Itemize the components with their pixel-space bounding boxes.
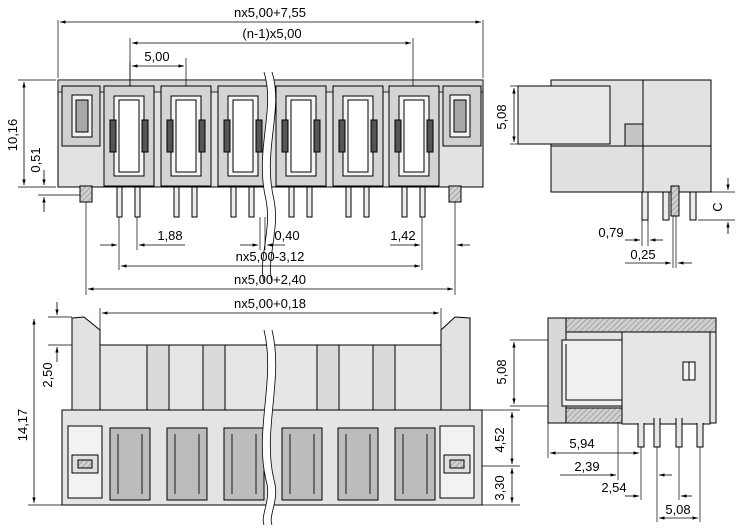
dim-base-height-label: 3,30 [492,475,507,500]
dim-total-height: 14,17 [15,319,62,506]
dim-offset2-label: 2,54 [601,480,626,495]
dim-pin-pitch: 5,08 [656,447,701,522]
dim-c: C [698,178,735,234]
dim-c-label: C [710,202,725,211]
dim-pitch-label: 5,00 [144,49,169,64]
dim-overall-width-label: nx5,00+7,55 [234,5,306,20]
dim-pin-tip-label: 0,25 [630,247,655,262]
side-bottom-view [547,317,717,448]
dim-depth-label: 5,94 [569,436,594,451]
dim-lower-heights: 4,52 3,30 [482,409,520,506]
dim-overall-width: nx5,00+7,55 [57,5,484,78]
front-top-view [57,70,484,284]
dim-offset1-label: 2,39 [574,459,599,474]
dim-pin-offset: 0,51 [28,147,80,212]
dim-pin-offset-label: 0,51 [28,147,43,172]
dim-pitch: 5,00 [129,49,187,86]
dim-side-top-height: 5,08 [494,85,518,145]
dim-pin-pitch-label: 5,08 [665,502,690,517]
dim-offset2: 2,54 [601,447,692,500]
dim-top-offset: 2,50 [40,302,72,388]
dim-outer-span-label: nx5,00+2,40 [234,272,306,287]
dim-side-bottom-height: 5,08 [494,339,548,407]
dim-pin-spacing-left-label: 1,88 [157,228,182,243]
side-top-view [517,79,712,221]
front-bottom-bays [109,427,436,501]
front-top-slots [103,85,440,187]
dim-pin-spacing-right-label: 1,42 [390,228,415,243]
dim-bottom-width-label: nx5,00+0,18 [234,296,306,311]
dim-pin-thickness-label: 0,79 [598,225,623,240]
dim-height: 10,16 [5,79,56,188]
dim-lower-height-label: 4,52 [492,427,507,452]
dim-offset1: 2,39 [560,422,672,480]
dim-pin-spacing: 1,88 0,40 1,42 [100,202,470,295]
front-bottom-view [61,316,483,527]
dim-pin-width-label: 0,40 [274,228,299,243]
dim-top-offset-label: 2,50 [40,362,55,387]
front-top-pins [116,186,426,218]
dim-outer-span: nx5,00+2,40 [85,202,453,295]
dim-inner-span-label: nx5,00-3,12 [236,249,305,264]
dim-inner-span: nx5,00-3,12 [121,249,420,268]
dim-bottom-width: nx5,00+0,18 [99,296,442,330]
dim-depth: 5,94 [547,423,642,458]
dim-side-top-height-label: 5,08 [494,104,509,129]
dim-side-top-pins: 0,79 0,25 [598,216,692,268]
dim-side-bottom-height-label: 5,08 [494,359,509,384]
dim-total-height-label: 14,17 [15,409,30,442]
dim-height-label: 10,16 [5,119,20,152]
dim-pitch-span-label: (n-1)x5,00 [242,26,301,41]
